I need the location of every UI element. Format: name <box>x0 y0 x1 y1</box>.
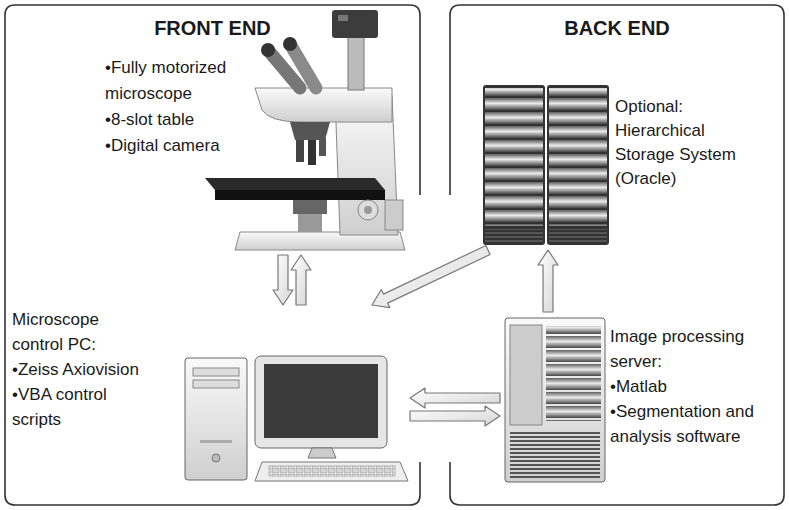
panel-outline <box>5 5 420 505</box>
microscope-head <box>255 88 392 122</box>
node-text: •Fully motorized microscope <box>105 55 233 107</box>
block-arrow <box>538 250 558 312</box>
objective <box>308 140 316 165</box>
keyboard-keys <box>268 465 396 477</box>
node-text: •Segmentation and analysis software <box>610 399 776 449</box>
condenser-base <box>298 214 322 232</box>
power-button <box>212 454 220 462</box>
block-arrow <box>291 255 311 305</box>
block-arrow <box>273 255 293 305</box>
objective <box>319 138 326 156</box>
text-column: •Fully motorized microscope•8-slot table… <box>105 55 233 159</box>
drive-bays <box>546 326 601 421</box>
text-column: Microscope control PC:•Zeiss Axiovision•… <box>12 307 187 432</box>
node-heading: Image processing server: <box>610 324 776 374</box>
rack-slabs <box>485 88 543 226</box>
control-pc-node: Microscope control PC:•Zeiss Axiovision•… <box>10 305 410 485</box>
objective <box>296 140 304 162</box>
eyepiece <box>290 44 316 88</box>
slide-stage-edge <box>215 190 385 200</box>
focus-knob <box>358 200 378 220</box>
pc-tower <box>185 358 247 480</box>
text-column: BACK END <box>450 15 784 41</box>
node-text: Hierarchical Storage System (Oracle) <box>615 119 765 191</box>
node-text: •8-slot table <box>105 107 233 133</box>
panel-border <box>5 5 420 505</box>
focus-knob-center <box>364 206 372 214</box>
text-column: Image processing server:•Matlab•Segmenta… <box>610 324 776 449</box>
rack-column <box>483 85 545 245</box>
rack-column <box>547 85 609 245</box>
digital-camera <box>332 10 378 38</box>
rack-vent <box>485 229 543 243</box>
server-vent <box>510 430 600 478</box>
storage-rack-illustration <box>483 85 609 245</box>
server-body <box>505 318 605 482</box>
node-heading: Microscope control PC: <box>12 307 147 357</box>
text-column: Optional:Hierarchical Storage System (Or… <box>615 95 765 191</box>
drive-slot <box>193 380 239 388</box>
microscope-node: •Fully motorized microscope•8-slot table… <box>100 10 410 255</box>
camera-detail <box>338 15 348 21</box>
eyepiece-cap <box>261 43 275 57</box>
rack-slabs <box>549 88 607 226</box>
text-column: FRONT END <box>5 15 420 41</box>
server-illustration <box>505 318 605 482</box>
back-end-panel: BACK END Optional:Hierarchical Storage Sy… <box>450 5 786 505</box>
block-arrow <box>410 388 500 408</box>
panel-heading: FRONT END <box>5 15 420 41</box>
drive-slot <box>193 368 239 376</box>
node-text: •Zeiss Axiovision <box>12 357 187 382</box>
camera-adapter <box>348 36 364 90</box>
slide-stage <box>205 178 385 190</box>
nosepiece <box>290 122 330 140</box>
block-arrow <box>372 246 490 308</box>
server-node: Image processing server:•Matlab•Segmenta… <box>500 312 780 487</box>
monitor-stand <box>308 448 336 458</box>
tower-vent <box>200 440 232 443</box>
panel-heading: BACK END <box>450 15 784 41</box>
panel-border <box>450 5 784 505</box>
node-heading: Optional: <box>615 95 765 119</box>
storage-node: Optional:Hierarchical Storage System (Or… <box>480 80 780 250</box>
node-text: •VBA control scripts <box>12 382 137 432</box>
monitor <box>255 356 387 448</box>
eyepiece-cap <box>283 37 297 51</box>
front-end-panel: FRONT END •Fully motorized microscope•8-s… <box>5 5 422 505</box>
block-arrow <box>410 406 500 426</box>
server-panel <box>510 325 542 425</box>
condenser <box>293 200 327 214</box>
rack-vent <box>549 229 607 243</box>
node-text: •Digital camera <box>105 133 233 159</box>
lamp-housing <box>385 200 403 230</box>
monitor-screen <box>264 364 378 438</box>
microscope-illustration <box>205 10 405 250</box>
keyboard <box>255 462 408 481</box>
pc-illustration <box>185 356 408 481</box>
node-text: •Matlab <box>610 374 776 399</box>
